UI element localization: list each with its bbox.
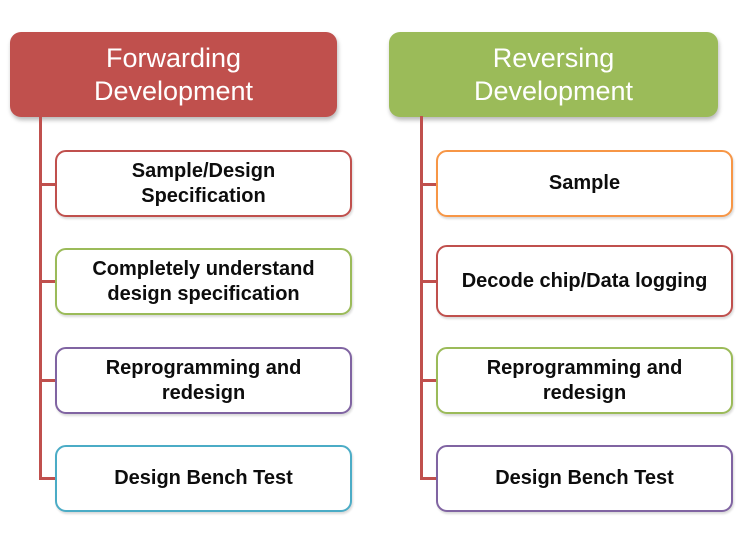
forwarding-connector-stub-2	[39, 280, 56, 283]
reversing-connector-stub-3	[420, 379, 437, 382]
forwarding-connector-stub-4	[39, 477, 56, 480]
node-sample: Sample	[436, 150, 733, 217]
reversing-connector-stub-1	[420, 183, 437, 186]
reversing-development-header: Reversing Development	[389, 32, 718, 117]
forwarding-connector-trunk	[39, 116, 42, 479]
node-completely-understand-design-specification: Completely understand design specificati…	[55, 248, 352, 315]
node-label: Reprogramming and redesign	[486, 357, 683, 404]
forwarding-development-header: Forwarding Development	[10, 32, 337, 117]
node-reprogramming-and-redesign-right: Reprogramming and redesign	[436, 347, 733, 414]
node-design-bench-test-left: Design Bench Test	[55, 445, 352, 512]
reversing-header-label: Reversing Development	[473, 42, 634, 106]
node-label: Reprogramming and redesign	[105, 357, 302, 404]
reversing-connector-trunk	[420, 116, 423, 479]
forwarding-header-label: Forwarding Development	[93, 42, 254, 106]
node-design-bench-test-right: Design Bench Test	[436, 445, 733, 512]
node-label: Design Bench Test	[495, 467, 674, 490]
node-label: Sample	[548, 172, 621, 195]
node-label: Completely understand design specificati…	[92, 258, 315, 305]
node-sample-design-specification: Sample/Design Specification	[55, 150, 352, 217]
forwarding-connector-stub-3	[39, 379, 56, 382]
reversing-connector-stub-2	[420, 280, 437, 283]
reversing-connector-stub-4	[420, 477, 437, 480]
node-label: Sample/Design Specification	[131, 160, 276, 207]
forwarding-connector-stub-1	[39, 183, 56, 186]
node-label: Design Bench Test	[114, 467, 293, 490]
node-decode-chip-data-logging: Decode chip/Data logging	[436, 245, 733, 317]
node-label: Decode chip/Data logging	[461, 269, 708, 292]
node-reprogramming-and-redesign-left: Reprogramming and redesign	[55, 347, 352, 414]
